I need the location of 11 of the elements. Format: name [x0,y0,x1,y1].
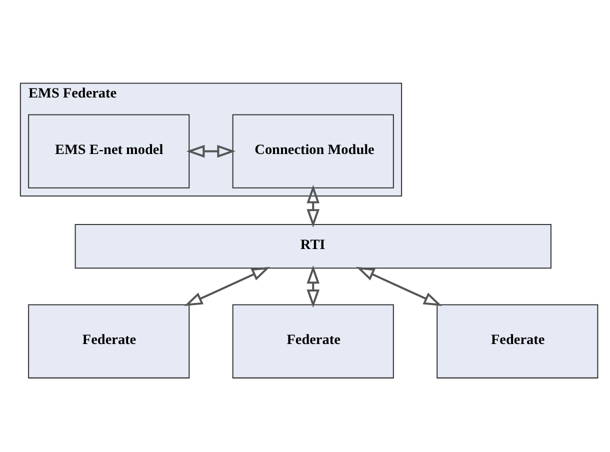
arrow [186,144,236,158]
arrow [184,266,270,306]
node-box: Federate [436,304,598,378]
node-box: Connection Module [232,114,394,188]
arrow [306,264,320,308]
node-box: Federate [232,304,394,378]
node-box: RTI [74,223,552,268]
node-box: EMS E-net model [28,114,190,188]
arrow [356,266,442,306]
arrow [306,184,320,227]
node-box: Federate [28,304,190,378]
